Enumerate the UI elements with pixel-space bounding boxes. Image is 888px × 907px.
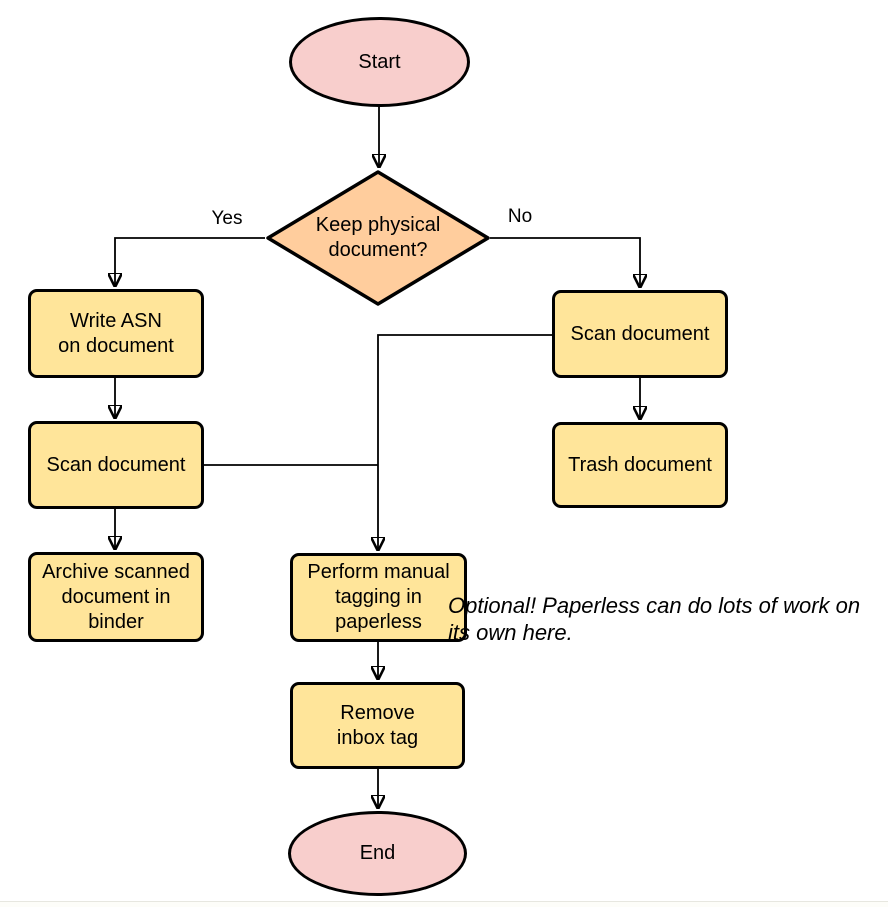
- node-remove-inbox-tag: Remove inbox tag: [290, 682, 465, 769]
- node-write-asn-label: Write ASN on document: [58, 309, 174, 357]
- node-scan-left: Scan document: [28, 421, 204, 509]
- node-archive: Archive scanned document in binder: [28, 552, 204, 642]
- node-decision: Keep physical document?: [264, 169, 492, 307]
- edge-label-no: No: [507, 206, 533, 227]
- node-scan-right-label: Scan document: [570, 322, 710, 345]
- edge-decision-yes-to-write-asn: [115, 237, 265, 285]
- node-end-label: End: [359, 842, 396, 864]
- node-remove-inbox-tag-label: Remove inbox tag: [336, 701, 419, 749]
- node-scan-right: Scan document: [552, 290, 728, 378]
- edge-decision-no-to-scan-right: [490, 237, 640, 286]
- node-perform-tagging: Perform manual tagging in paperless: [290, 553, 467, 642]
- node-end: End: [288, 811, 467, 896]
- decision-diamond-shape: [266, 170, 490, 306]
- node-perform-tagging-label: Perform manual tagging in paperless: [307, 561, 450, 633]
- node-archive-label: Archive scanned document in binder: [42, 560, 190, 633]
- node-trash-label: Trash document: [568, 453, 712, 476]
- optional-note: Optional! Paperless can do lots of work …: [448, 593, 861, 645]
- node-scan-left-label: Scan document: [46, 453, 186, 476]
- node-start: Start: [289, 17, 470, 107]
- node-decision-label: Keep physical document?: [315, 214, 441, 261]
- page-boundary-line: [0, 901, 888, 907]
- node-start-label: Start: [358, 50, 401, 73]
- node-trash: Trash document: [552, 422, 728, 508]
- edge-label-yes: Yes: [211, 208, 243, 229]
- node-write-asn: Write ASN on document: [28, 289, 204, 378]
- edge-scan-right-to-perform-tagging: [378, 334, 552, 549]
